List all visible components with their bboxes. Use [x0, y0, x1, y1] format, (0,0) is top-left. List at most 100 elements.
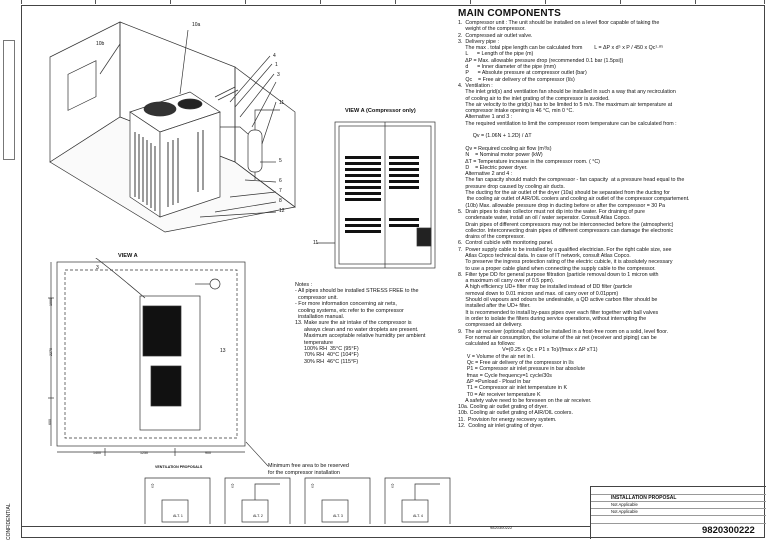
component-line: d = Inner diameter of the pipe (mm) [458, 64, 556, 71]
component-line: Alternative 2 and 4 : [458, 171, 513, 178]
component-line: 7. Power supply cable to be installed by… [458, 246, 672, 253]
callout-8: 8 [279, 198, 282, 204]
component-line: Qc = Free air delivery of the compressor… [458, 360, 574, 367]
isometric-room-drawing [49, 21, 296, 233]
notes-block: Notes : - All pipes should be installed … [295, 282, 455, 365]
callout-3: 3 [277, 72, 280, 78]
component-line: N = Nominal motor power (kW) [458, 152, 543, 159]
component-line: a maximum oil carry over of 0.5 ppm). [458, 278, 555, 285]
title-block-title: INSTALLATION PROPOSAL [611, 495, 677, 501]
title-block-na1: Not Applicable [611, 502, 638, 507]
component-line: 11. Provision for energy recovery system… [458, 416, 557, 423]
component-line: pressure drop caused by cooling air duct… [458, 183, 565, 190]
component-line: Qv = Required cooling air flow (m³/s) [458, 145, 552, 152]
min-free-area-line2: for the compressor installation [268, 470, 340, 476]
alt-2-label: ALT. 2 [253, 514, 263, 518]
component-line: calculated as follows: [458, 341, 516, 348]
floor-callout-13: 13 [220, 348, 226, 354]
component-line: Qc = Free air delivery of the compressor… [458, 76, 575, 83]
notes-line: 70% RH 40°C (104°F) [295, 352, 359, 359]
dim-600: 600 [48, 419, 52, 425]
component-line: V=(0.25 x Qc x P1 x To)/(fmax x ΔP xT1) [458, 347, 598, 354]
component-line: V = Volume of the air net in l. [458, 353, 535, 360]
main-components-title: MAIN COMPONENTS [458, 8, 561, 19]
component-line: The required ventilation to limit the co… [458, 120, 677, 127]
component-line: compressor intake opening is 46 °C, min … [458, 108, 574, 115]
component-line: fmax = Cycle frequency=1 cycle/30s [458, 372, 552, 379]
component-line: compressed air delivery. [458, 322, 523, 329]
component-line: Atlas Copco technical data. In case of I… [458, 252, 631, 259]
component-line: 1. Compressor unit : The unit should be … [458, 20, 660, 26]
component-line: of cooling air to the inlet grating of t… [458, 95, 610, 102]
component-line: Qv = (1.06N + 1.2D) / ΔT [458, 133, 532, 140]
component-line: ΔT = Temperature increase in the compres… [458, 158, 600, 165]
notes-line: 13. Make sure the air intake of the comp… [295, 320, 412, 327]
component-line: removal down to 0.01 micron and max. oil… [458, 290, 619, 297]
component-line: the cooling air outlet of AIR/OIL cooler… [458, 196, 690, 203]
component-line: A high efficiency UD+ filter may be inst… [458, 284, 633, 291]
alt-1-label: ALT. 1 [173, 514, 183, 518]
component-line: (10b) Max. allowable pressure drop in du… [458, 202, 666, 209]
components-list: 1. Compressor unit : The unit should be … [458, 20, 761, 429]
callout-10a: 10a [192, 22, 201, 28]
notes-line: Notes : [295, 282, 313, 288]
floor-callout-3: 3 [96, 265, 99, 271]
component-line: 10a. Cooling air outlet grating of dryer… [458, 404, 548, 411]
ventilation-proposals-title: VENTILATION PROPOSALS [155, 465, 203, 469]
component-line: P1 = Compressor air inlet pressure in ba… [458, 366, 586, 373]
component-line: collector. Interconnecting drain pipes o… [458, 227, 674, 234]
svg-text:⇧: ⇧ [230, 483, 235, 490]
component-line: drains of the compressor. [458, 234, 525, 241]
view-a-callout-11: 11 [313, 240, 319, 246]
component-line: installed after the UD+ filter. [458, 303, 531, 310]
component-line: The air velocity to the grid(s) has to b… [458, 101, 673, 108]
notes-line: temperature [295, 339, 334, 346]
component-line: A safety valve need to be foreseen on th… [458, 397, 592, 404]
alt-4-label: ALT. 4 [413, 514, 423, 518]
callout-10b: 10b [96, 41, 105, 47]
component-line: 12. Cooling air inlet grating of dryer. [458, 423, 544, 429]
component-line: to use a proper cable gland when connect… [458, 265, 656, 272]
component-line: 10b. Cooling air outlet grating of AIR/O… [458, 410, 573, 417]
notes-line: - All pipes should be installed STRESS F… [295, 288, 419, 295]
callout-4: 4 [273, 53, 276, 59]
notes-line: Maximum acceptable relative humidity per… [295, 333, 426, 340]
component-line: 8. Filter type DD for general purpose fi… [458, 271, 659, 278]
component-line: Drain pipes of different compressors may… [458, 221, 674, 228]
dim-1000: 1000 [49, 298, 53, 306]
free-area-leader [245, 441, 269, 467]
component-line: The fan capacity should match the compre… [458, 177, 685, 184]
view-a-compressor-drawing [317, 121, 436, 269]
component-line: ΔP =Punload - Pload in bar [458, 378, 531, 385]
component-line: ΔP = Max. allowable pressure drop (recom… [458, 57, 624, 64]
component-line: P = Absolute pressure at compressor outl… [458, 70, 587, 77]
component-line: T1 = Compressor air inlet temperature in… [458, 385, 567, 392]
component-line: The inlet grid(s) and ventilation fan sh… [458, 89, 676, 96]
ventilation-alternatives: ⇧ ⇧ ⇧ ⇧ [144, 477, 451, 524]
drawing-frame [21, 5, 765, 538]
component-line: 2. Compressed air outlet valve. [458, 32, 533, 39]
dim-2270: 2270 [49, 348, 53, 356]
callout-7: 7 [279, 188, 282, 194]
title-block-na2: Not Applicable [611, 509, 638, 514]
floor-plan-drawing [48, 258, 246, 456]
component-line: 9. The air receiver (optional) should be… [458, 328, 669, 335]
component-line: Should oil vapours and odours be undesir… [458, 297, 658, 304]
component-line: Alternative 1 and 3 : [458, 114, 513, 121]
callout-6: 6 [279, 178, 282, 184]
component-line: condensate water, install an oil / water… [458, 215, 631, 222]
dim-900: 900 [205, 451, 211, 455]
notes-line: always clean and no water droplets are p… [295, 326, 419, 333]
min-free-area-line1: Minimum free area to be reserved [268, 463, 349, 469]
side-note-strip [3, 40, 17, 160]
revision-strip [21, 526, 590, 539]
component-line: To preserve the ingress protection ratin… [458, 259, 673, 266]
component-line: For normal air consumption, the volume o… [458, 334, 657, 341]
svg-text:⇧: ⇧ [390, 483, 395, 490]
notes-line: installation manual. [295, 314, 345, 321]
document-number: 9820300222 [702, 525, 755, 536]
dim-1250: 1250 [140, 451, 148, 455]
callout-5: 5 [279, 158, 282, 164]
component-line: 4. Ventilation : [458, 82, 493, 89]
